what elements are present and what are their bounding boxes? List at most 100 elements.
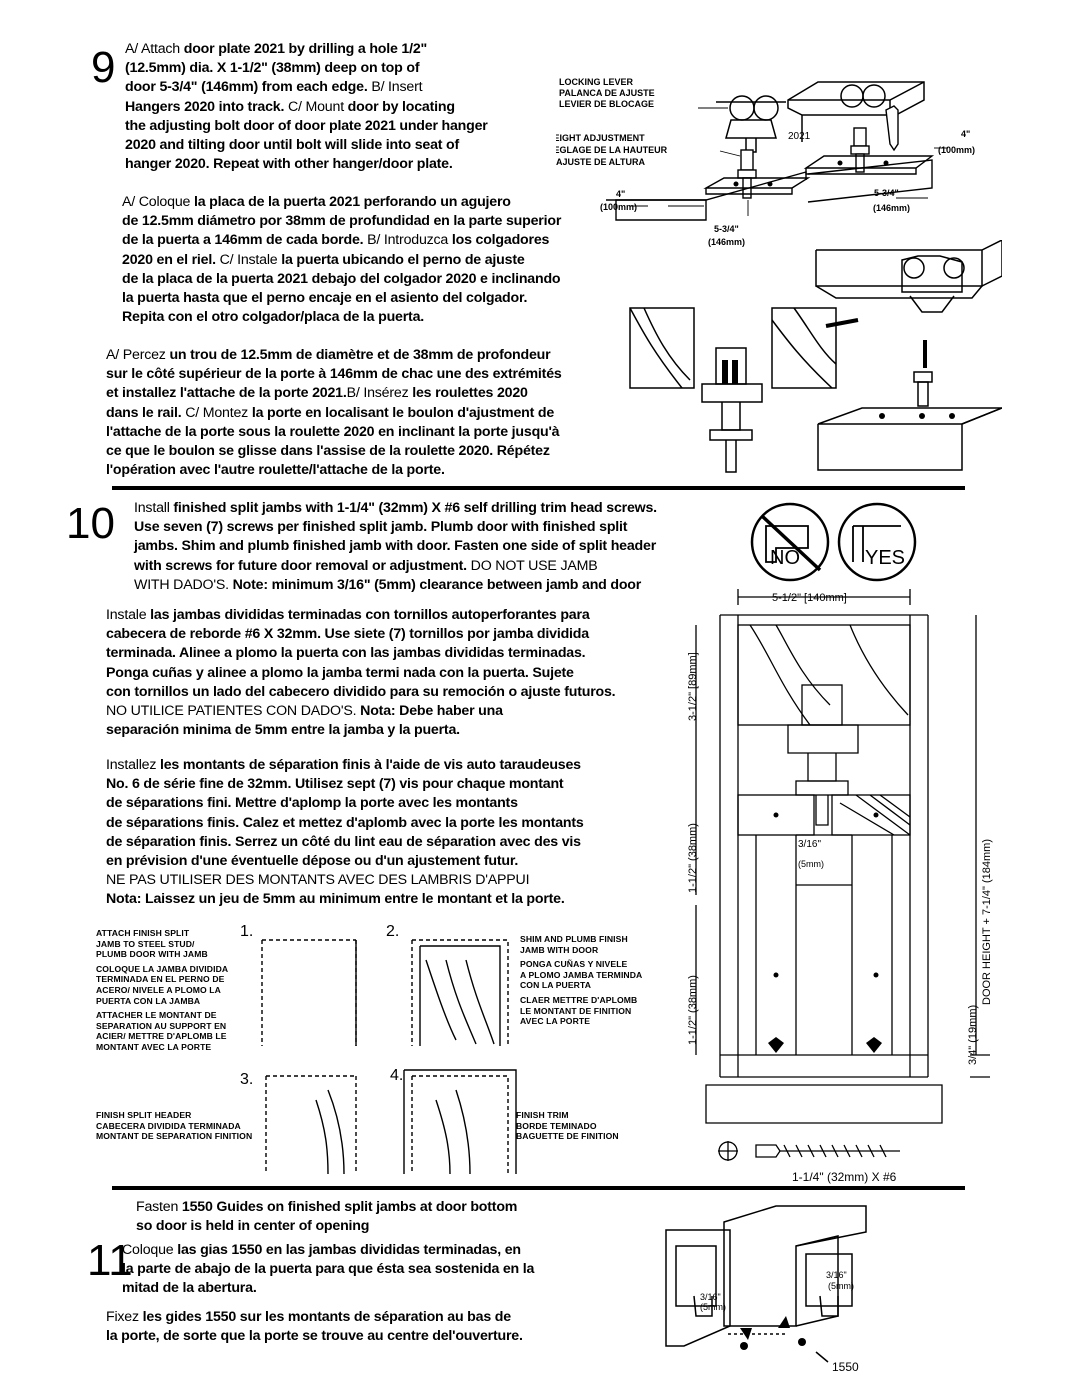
text-segment: Ponga cuñas y alinee a plomo la jamba te…	[106, 664, 574, 681]
step-11-english: Fasten 1550 Guides on finished split jam…	[136, 1198, 517, 1236]
text-segment: de la puerta a 146mm de cada borde.	[122, 232, 368, 249]
dim-100mm-left: (100mm)	[600, 202, 637, 212]
text-line: Use seven (7) screws per finished split …	[134, 518, 657, 537]
screw-label: 1-1/4" (32mm) X #6	[792, 1170, 897, 1184]
text-line: door 5-3/4" (146mm) from each edge. B/ I…	[125, 78, 488, 97]
text-segment: les roulettes 2020	[412, 385, 528, 402]
text-line: de séparations fini. Mettre d'aplomp la …	[106, 794, 584, 813]
step-10-number: 10	[66, 499, 115, 548]
split-jamb-diagram: 5-1/2" [140mm] 3-1/2" [89mm] 1-1/2" (38m…	[687, 589, 993, 1184]
text-line: la porte, de sorte que la porte se trouv…	[106, 1327, 523, 1346]
text-line: jambs. Shim and plumb finished jamb with…	[134, 537, 657, 556]
text-segment: Coloque	[122, 1242, 178, 1258]
text-segment: door 5-3/4" (146mm) from each edge.	[125, 79, 372, 96]
dim-316-label: 3/16"	[798, 839, 821, 850]
text-segment: l'attache de la porte sous la roulette 2…	[106, 423, 560, 440]
text-line: NO UTILICE PATIENTES CON DADO'S. Nota: D…	[106, 702, 615, 721]
text-line: en prévision d'une éventuelle dépose ou …	[106, 852, 584, 871]
text-line: WITH DADO'S. Note: minimum 3/16" (5mm) c…	[134, 576, 657, 595]
text-line: Repita con el otro colgador/placa de la …	[122, 308, 561, 327]
text-segment: l'opération avec l'autre roulette/l'atta…	[106, 462, 445, 479]
text-line: l'attache de la porte sous la roulette 2…	[106, 423, 562, 442]
text-segment: No. 6 de série fine de 32mm. Utilisez se…	[106, 776, 564, 793]
text-segment: de séparation finis. Serrez un côté du l…	[106, 833, 581, 850]
dim-146-left: (146mm)	[708, 237, 745, 247]
caption-line: A PLOMO JAMBA TERMINDA	[520, 969, 643, 980]
sub-figure-2: 2.	[386, 923, 399, 940]
hanger-detail-diagram: LOCKING LEVER PALANCA DE AJUSTE LEVIER D…	[556, 77, 975, 247]
text-line: Fixez les gides 1550 sur les montants de…	[106, 1308, 523, 1327]
text-segment: door by locating	[347, 98, 455, 115]
caption-line: SEPARATION AU SUPPORT EN	[96, 1020, 227, 1031]
text-line: l'opération avec l'autre roulette/l'atta…	[106, 461, 562, 480]
text-line: et installez l'attache de la porte 2021.…	[106, 384, 562, 403]
text-segment: the adjusting bolt door of door plate 20…	[125, 117, 488, 134]
locking-lever-label-3: LEVIER DE BLOCAGE	[559, 99, 654, 109]
text-segment: hanger 2020. Repeat with other hanger/do…	[125, 156, 453, 173]
section-divider-9-10	[112, 486, 965, 490]
caption-line: BAGUETTE DE FINITION	[516, 1131, 619, 1142]
height-adjustment-label-2: REGLAGE DE LA HAUTEUR	[556, 145, 668, 155]
dim-89-label: 3-1/2" [89mm]	[687, 652, 699, 721]
text-line: Hangers 2020 into track. C/ Mount door b…	[125, 98, 488, 117]
step-9-number: 9	[91, 43, 116, 92]
dim-top-label: 5-1/2" [140mm]	[772, 592, 847, 604]
text-segment: en prévision d'une éventuelle dépose ou …	[106, 853, 519, 870]
text-line: 2020 en el riel. C/ Instale la puerta ub…	[122, 251, 561, 270]
text-segment: las jambas divididas terminadas con torn…	[150, 607, 590, 623]
text-segment: B/ Introduzca	[367, 232, 452, 249]
text-segment: terminada. Alinee a plomo la puerta con …	[106, 645, 586, 662]
caption-line: MONTANT DE SEPARATION FINITION	[96, 1131, 253, 1142]
text-segment: door plate 2021 by drilling a hole 1/2"	[183, 41, 428, 57]
text-segment: de 12.5mm diámetro por 38mm de profundid…	[122, 213, 562, 230]
dim-38a-label: 1-1/2" (38mm)	[687, 823, 699, 893]
text-line: the adjusting bolt door of door plate 20…	[125, 117, 488, 136]
text-line: A/ Attach door plate 2021 by drilling a …	[125, 40, 488, 59]
text-segment: A/ Coloque	[122, 194, 194, 210]
text-segment: with screws for future door removal or a…	[134, 557, 471, 574]
text-line: A/ Percez un trou de 12.5mm de diamètre …	[106, 346, 562, 365]
text-segment: NO UTILICE PATIENTES CON DADO'S.	[106, 703, 361, 720]
text-segment: les gides 1550 sur les montants de sépar…	[142, 1309, 511, 1325]
text-segment: les montants de séparation finis à l'aid…	[160, 757, 581, 773]
text-segment: la parte de abajo de la puerta para que …	[122, 1261, 535, 1278]
text-line: cabecera de reborde #6 X 32mm. Use siete…	[106, 625, 615, 644]
step-10-spanish: Instale las jambas divididas terminadas …	[106, 606, 616, 740]
text-segment: 2020 en el riel.	[122, 251, 220, 268]
text-segment: NE PAS UTILISER DES MONTANTS AVEC DES LA…	[106, 872, 530, 889]
caption-line: PONGA CUÑAS Y NIVELE	[520, 959, 628, 970]
locking-lever-label-1: LOCKING LEVER	[559, 77, 634, 87]
caption-line: ACIER/ METTRE D'APLOMB LE	[96, 1031, 227, 1042]
height-adjustment-label-1: HEIGHT ADJUSTMENT	[556, 133, 645, 143]
dim-534-right: 5-3/4"	[874, 188, 899, 198]
text-segment: Repita con el otro colgador/placa de la …	[122, 309, 425, 326]
text-line: mitad de la abertura.	[122, 1279, 534, 1298]
text-segment: Use seven (7) screws per finished split …	[134, 519, 628, 536]
caption-line: ATTACHER LE MONTANT DE	[96, 1010, 217, 1021]
sub-figure-4: 4.	[390, 1067, 403, 1084]
caption-line: MONTANT AVEC LA PORTE	[96, 1041, 212, 1052]
text-segment: dans le rail.	[106, 404, 186, 421]
step-10-french: Installez les montants de séparation fin…	[106, 756, 584, 910]
text-segment: finished split jambs with 1-1/4" (32mm) …	[173, 500, 657, 516]
text-segment: Nota: Debe haber una	[360, 703, 503, 720]
text-segment: la placa de la puerta 2021 perforando un…	[193, 194, 511, 210]
sub-figures-1-4: 1. 2. 3. 4.	[240, 923, 517, 1175]
text-line: separación minima de 5mm entre la jamba …	[106, 721, 615, 740]
caption-line: CABECERA DIVIDIDA TERMINADA	[96, 1120, 241, 1131]
text-segment: jambs. Shim and plumb finished jamb with…	[134, 538, 657, 555]
text-line: con tornillos un lado del cabecero divid…	[106, 683, 616, 702]
text-segment: Instale	[106, 607, 151, 623]
caption-line: ATTACH FINISH SPLIT	[96, 928, 190, 938]
text-line: No. 6 de série fine de 32mm. Utilisez se…	[106, 775, 584, 794]
dim-316-left: 3/16"	[700, 1292, 721, 1302]
text-segment: Install	[134, 500, 174, 516]
text-segment: los colgadores	[451, 232, 550, 249]
step-11-french: Fixez les gides 1550 sur les montants de…	[106, 1308, 523, 1346]
text-segment: Installez	[106, 757, 160, 773]
text-line: dans le rail. C/ Montez la porte en loca…	[106, 404, 562, 423]
step-11-number: 11	[87, 1236, 133, 1285]
caption-line: LE MONTANT DE FINITION	[520, 1005, 632, 1016]
